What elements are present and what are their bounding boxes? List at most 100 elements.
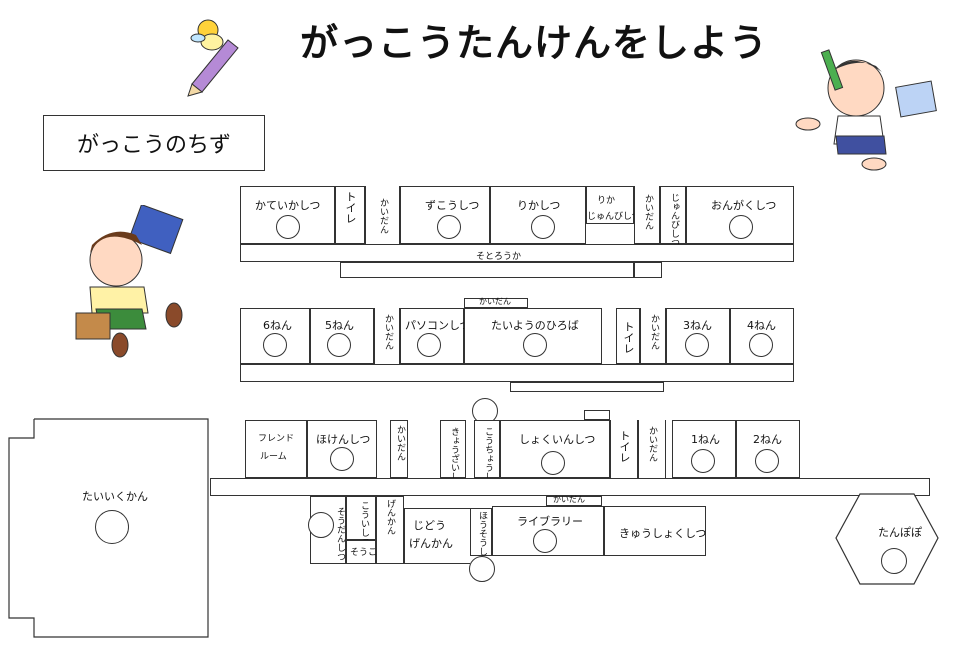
room-label: トイレ [618,430,631,463]
room-label: 6ねん [263,319,292,332]
room-toilet-top[interactable]: トイレ [335,186,365,244]
room-kyouzai[interactable]: きょうざいしつ [440,420,466,490]
room-label: たいようのひろば [491,319,579,332]
room-stairs-mid-2[interactable]: かいだん [640,308,666,364]
room-genkan-staff[interactable]: げんかん [376,496,404,564]
room-label: ずこうしつ [425,199,480,212]
tanpopo-label: たんぽぽ [878,526,922,539]
room-marker [523,333,547,357]
room-stairs-low-1[interactable]: かいだん [390,420,408,478]
room-koui[interactable]: こういしつ [346,496,376,546]
room-label: パソコンしつ [405,319,471,332]
room-rika[interactable]: りかしつ [490,186,586,244]
stairs-mid-top[interactable]: かいだん [464,297,528,308]
room-stairs-low-2[interactable]: かいだん [638,420,666,478]
room-grade1[interactable]: 1ねん [672,420,736,478]
room-kouchou[interactable]: こうちょうしつ [474,420,500,490]
bee-pencil-illustration [187,19,239,97]
room-label: かいだん [649,314,659,350]
room-marker [276,215,300,239]
room-marker [417,333,441,357]
room-taiyou-hiroba[interactable]: たいようのひろば [464,308,602,364]
corridor-mid [240,364,794,382]
corridor-outer: そとろうか [340,252,634,278]
room-label: フレンド [258,434,295,444]
boy-running-right-illustration [795,49,937,171]
room-marker [330,447,354,471]
room-label: こういしつ [359,501,369,546]
room-hoken[interactable]: ほけんしつ [307,420,377,478]
room-grade4[interactable]: 4ねん [730,308,794,364]
room-label: トイレ [622,321,635,354]
room-pasokon[interactable]: パソコンしつ [400,308,470,364]
room-label: じどう [413,519,446,532]
room-marker [308,512,334,538]
room-label: かいだん [647,426,657,462]
tanpopo-outline [835,493,939,585]
room-label: ほうそうしつ [477,511,487,565]
room-marker [749,333,773,357]
room-label: じゅんびしつ [669,193,679,247]
room-label: かいだん [378,198,388,234]
corridor-label: そとろうか [476,252,522,262]
room-library[interactable]: ライブラリー [492,506,604,556]
room-marker [541,451,565,475]
room-ongaku[interactable]: おんがくしつ [686,186,794,244]
corridor-stub [634,262,662,278]
room-label: 4ねん [747,319,776,332]
entrance-marker-bottom [469,556,495,582]
room-stairs-top-2[interactable]: かいだん [634,186,660,244]
room-label: おんがくしつ [711,199,777,212]
room-label: げんかん [385,499,395,535]
room-shokuin[interactable]: しょくいんしつ [500,420,610,478]
room-label: ルーム [260,452,287,462]
gym-label: たいいくかん [82,490,148,503]
room-label: トイレ [344,191,357,224]
room-label: かいだん [479,297,511,306]
room-ongaku-junbi[interactable]: じゅんびしつ [660,186,686,247]
room-label: そうこ [350,548,378,558]
room-grade2[interactable]: 2ねん [736,420,800,478]
room-marker [881,548,907,574]
room-label: かいだん [383,314,393,350]
room-marker [729,215,753,239]
room-label: こうちょうしつ [483,427,493,490]
room-marker [437,215,461,239]
room-grade5[interactable]: 5ねん [310,308,374,364]
room-label: ほけんしつ [316,433,371,446]
stairs-library[interactable]: かいだん [546,495,602,506]
room-kateika[interactable]: かていかしつ [240,186,335,244]
room-marker [755,449,779,473]
room-toilet-low[interactable]: トイレ [610,420,638,478]
stairs-low-top[interactable] [584,410,610,420]
room-kyuushoku[interactable]: きゅうしょくしつ [604,506,706,556]
room-label: 1ねん [691,433,720,446]
room-souko[interactable]: そうこ [346,540,378,564]
room-label: 3ねん [683,319,712,332]
room-rika-junbi[interactable]: りか じゅんびしつ [586,186,640,224]
entrance-marker-top [472,398,498,424]
room-stairs-mid-1[interactable]: かいだん [374,308,400,364]
room-marker [691,449,715,473]
corridor-mid-stub [510,382,664,392]
room-label: かいだん [553,495,585,504]
corridor-top [240,244,794,262]
room-friend[interactable]: フレンド ルーム [245,420,307,478]
room-label: りか [597,196,616,206]
room-label: しょくいんしつ [519,433,596,446]
gym-marker [95,510,129,544]
room-grade3[interactable]: 3ねん [666,308,730,364]
room-jidou-genkan[interactable]: じどう げんかん [404,508,470,564]
room-marker [533,529,557,553]
room-grade6[interactable]: 6ねん [240,308,310,364]
room-zukou[interactable]: ずこうしつ [400,186,490,244]
room-label: 5ねん [325,319,354,332]
room-label: ライブラリー [517,515,583,528]
room-marker [327,333,351,357]
room-housou[interactable]: ほうそうしつ [470,508,492,565]
boy-with-book-illustration [75,205,184,358]
map-label: がっこうのちず [43,115,265,171]
room-stairs-top-1[interactable]: かいだん [365,186,400,244]
room-toilet-mid[interactable]: トイレ [616,308,640,364]
room-label: じゅんびしつ [587,212,641,222]
